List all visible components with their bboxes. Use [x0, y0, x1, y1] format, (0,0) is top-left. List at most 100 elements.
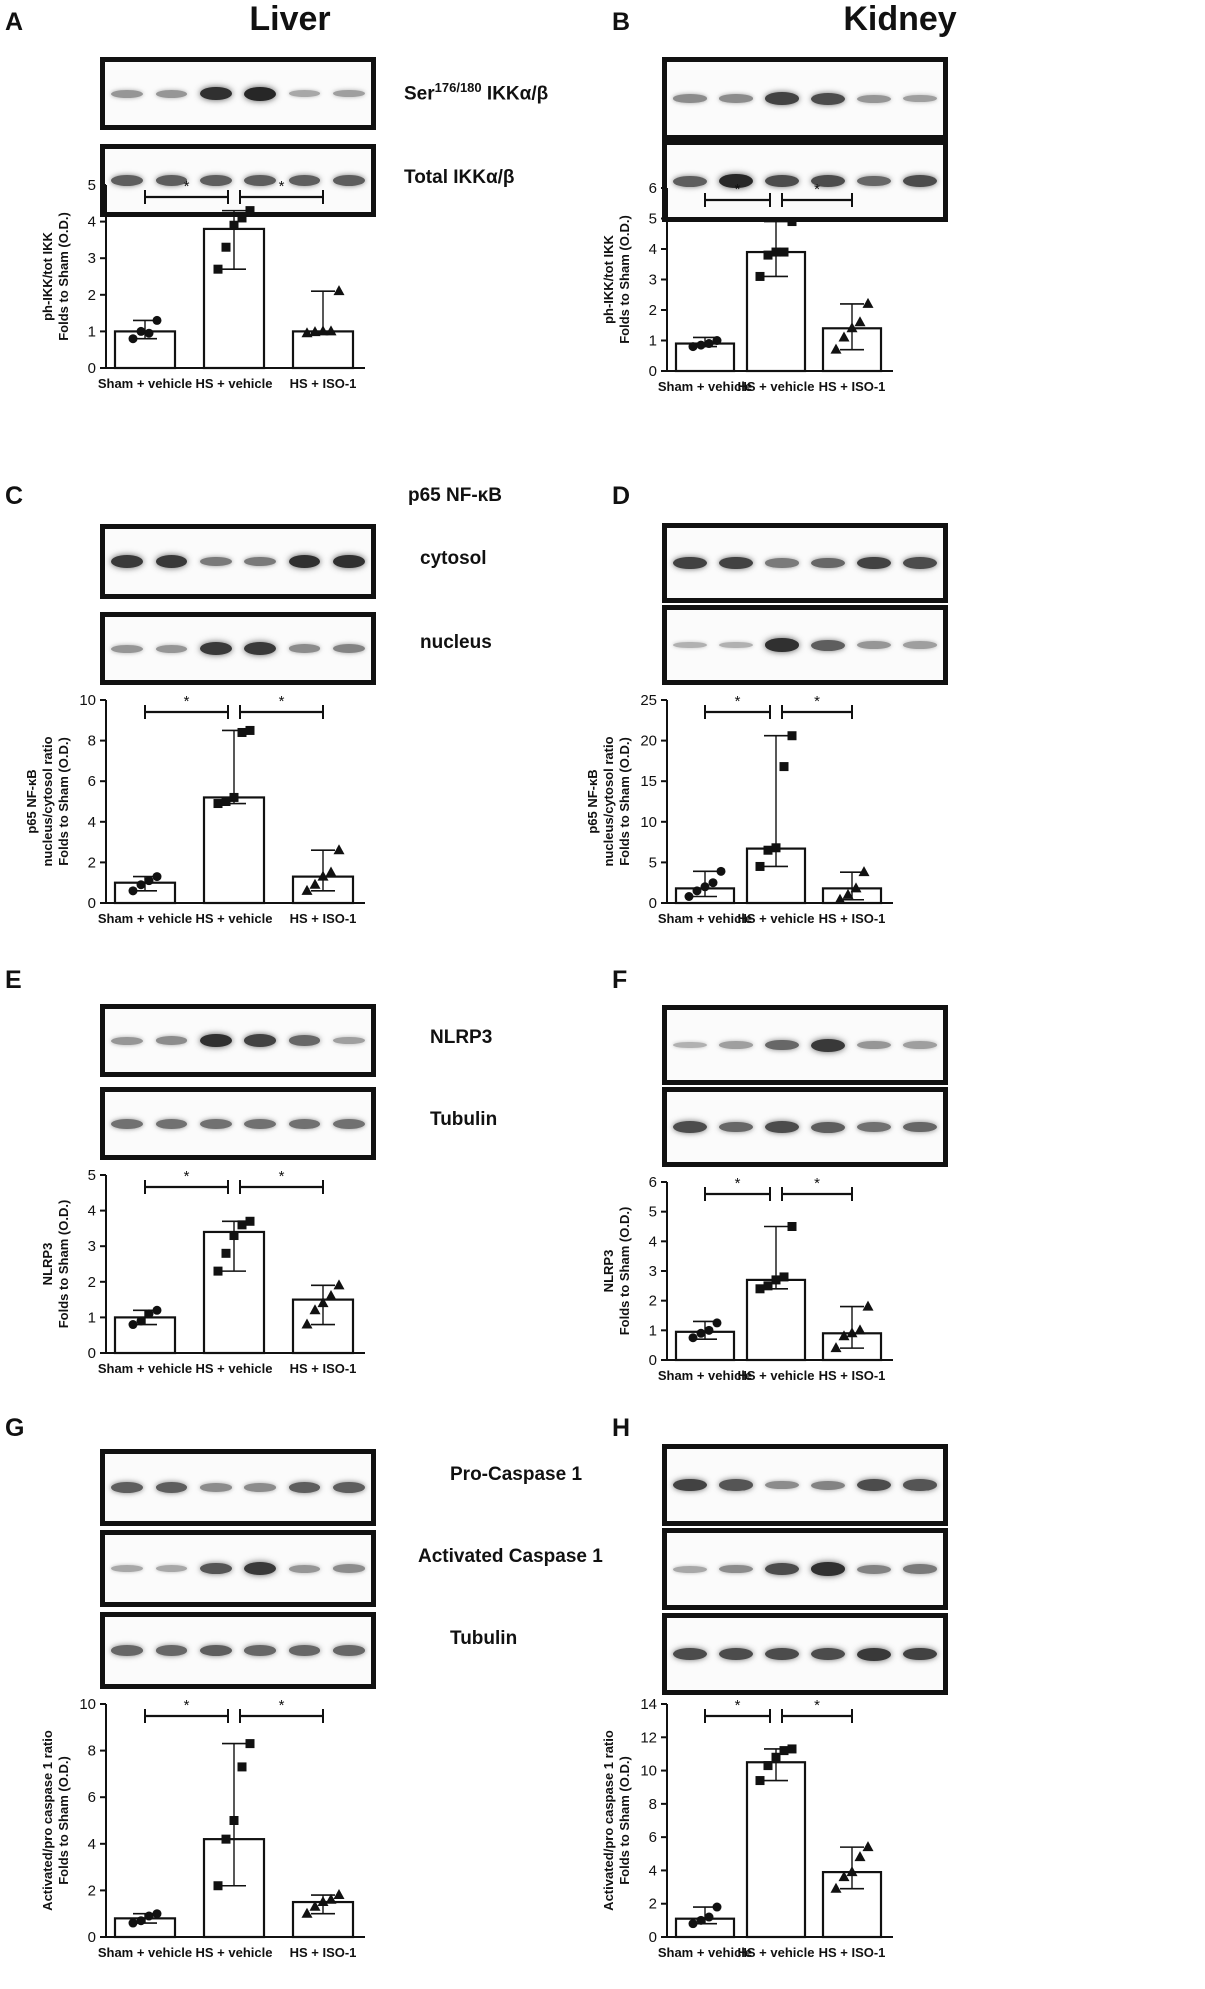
y-axis-label: NLRP3	[601, 1250, 616, 1293]
blot-label-c-bottom: nucleus	[420, 632, 492, 653]
x-category-label: HS + ISO-1	[290, 1945, 357, 1960]
blot-band	[199, 1562, 232, 1575]
data-point	[237, 1220, 247, 1230]
data-point	[771, 247, 781, 257]
data-point	[830, 1882, 842, 1893]
blot-band	[765, 175, 799, 187]
blot-band	[673, 94, 707, 103]
blot-band	[244, 86, 277, 101]
y-axis-label: nucleus/cytosol ratio	[601, 736, 616, 866]
data-point	[842, 888, 854, 899]
y-tick-label: 5	[88, 177, 96, 194]
data-point	[128, 886, 138, 896]
x-category-label: HS + vehicle	[196, 911, 273, 926]
blot-label-a-bottom: Total IKKα/β	[404, 167, 515, 188]
significance-star: *	[184, 693, 190, 710]
bar	[291, 1900, 355, 1939]
significance-star: *	[814, 693, 820, 710]
data-point	[787, 1744, 797, 1754]
significance-star: *	[814, 181, 820, 198]
data-point	[712, 1318, 722, 1328]
kidney-column-title: Kidney	[843, 0, 957, 38]
blot-band	[673, 1478, 707, 1492]
data-point	[301, 1318, 313, 1329]
blot-label-e-top: NLRP3	[430, 1027, 493, 1048]
panel-letter-g: G	[5, 1414, 25, 1442]
significance-star: *	[184, 178, 190, 195]
y-tick-label: 2	[88, 854, 96, 871]
blot-band	[332, 1036, 365, 1045]
y-tick-label: 14	[640, 1696, 657, 1713]
data-point	[152, 1909, 162, 1919]
y-axis-label: Folds to Sham (O.D.)	[56, 737, 71, 866]
y-tick-label: 5	[649, 854, 657, 871]
blot-band	[719, 1041, 753, 1049]
data-point	[237, 1762, 247, 1772]
blot-g-pro-caspase	[100, 1449, 376, 1526]
blot-d-cytosol	[662, 523, 948, 603]
y-tick-label: 1	[88, 1309, 96, 1326]
x-category-label: HS + ISO-1	[290, 911, 357, 926]
x-category-label: Sham + vehicle	[658, 1368, 752, 1383]
blot-band	[673, 1121, 707, 1133]
y-axis-label: ph-IKK/tot IKK	[601, 234, 616, 323]
blot-band	[811, 557, 845, 569]
blot-band	[719, 1648, 753, 1660]
data-point	[229, 1231, 239, 1241]
x-category-label: Sham + vehicle	[98, 1945, 192, 1960]
blot-band	[244, 1034, 277, 1047]
data-point	[309, 1900, 321, 1911]
data-point	[309, 878, 321, 889]
blot-band	[765, 638, 799, 652]
significance-star: *	[814, 1697, 820, 1714]
data-point	[144, 876, 154, 886]
data-point	[854, 1851, 866, 1862]
blot-band	[288, 554, 321, 569]
blot-band	[199, 556, 232, 567]
y-tick-label: 2	[88, 287, 96, 304]
y-axis-label: Folds to Sham (O.D.)	[56, 1200, 71, 1329]
y-tick-label: 2	[88, 1882, 96, 1899]
blot-band	[155, 1565, 188, 1572]
significance-star: *	[184, 1168, 190, 1185]
y-tick-label: 1	[649, 1322, 657, 1339]
data-point	[213, 1266, 223, 1276]
blot-band	[719, 1479, 753, 1491]
blot-band	[244, 556, 277, 567]
data-point	[771, 1752, 781, 1762]
blot-band	[111, 1036, 144, 1045]
y-tick-label: 6	[88, 773, 96, 790]
significance-star: *	[735, 1697, 741, 1714]
blot-band	[673, 556, 707, 570]
blot-band	[765, 1648, 799, 1660]
blot-band	[155, 175, 188, 186]
data-point	[688, 1333, 698, 1343]
blot-band	[288, 90, 321, 97]
data-point	[144, 1911, 154, 1921]
significance-star: *	[184, 1697, 190, 1714]
x-category-label: HS + vehicle	[738, 1945, 815, 1960]
blot-band	[719, 556, 753, 570]
y-tick-label: 25	[640, 692, 657, 709]
blot-h-activated-caspase	[662, 1528, 948, 1610]
bar	[202, 796, 266, 905]
data-point	[317, 1297, 329, 1308]
blot-band	[244, 642, 277, 655]
y-tick-label: 0	[649, 1352, 657, 1369]
y-tick-label: 0	[88, 895, 96, 912]
data-point	[245, 206, 255, 216]
data-point	[862, 1300, 874, 1311]
blot-band	[673, 1565, 707, 1573]
y-tick-label: 4	[88, 1203, 96, 1220]
data-point	[221, 1248, 231, 1258]
y-tick-label: 3	[649, 272, 657, 289]
significance-star: *	[735, 1175, 741, 1192]
data-point	[854, 1324, 866, 1335]
blot-band	[857, 94, 891, 103]
data-point	[716, 866, 726, 876]
blot-band	[673, 1648, 707, 1660]
blot-c-nucleus	[100, 612, 376, 685]
